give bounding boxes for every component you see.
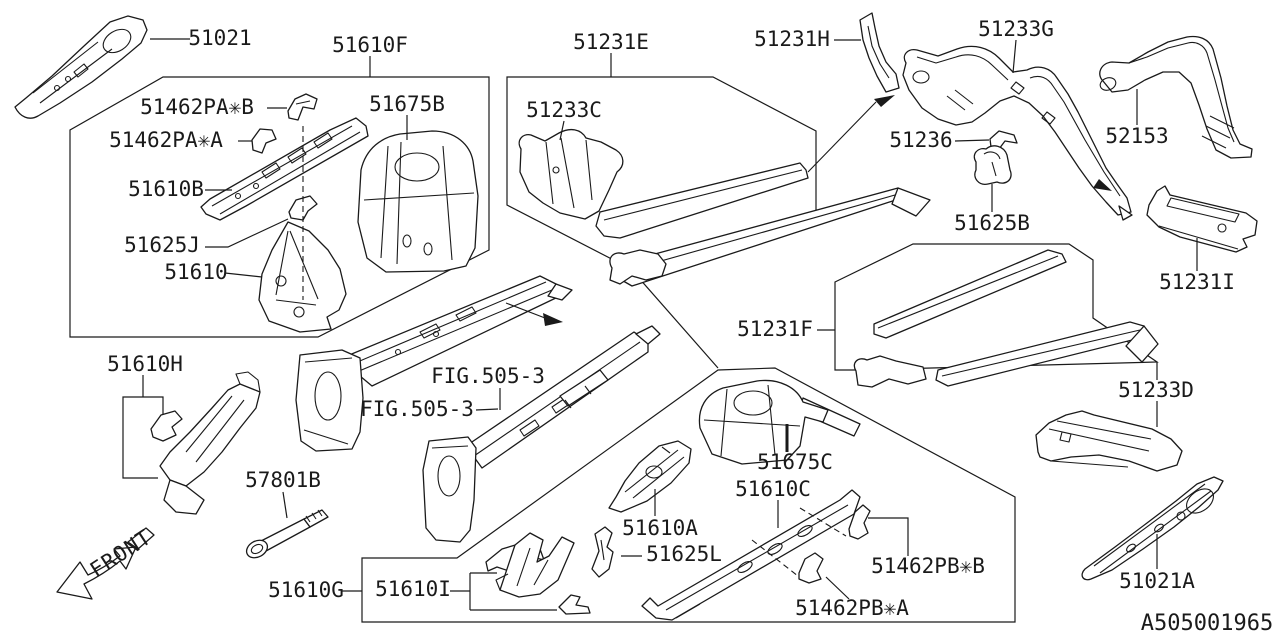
part-label-51625J: 51625J <box>124 233 200 257</box>
part-51610I-clip-drawing <box>558 594 591 615</box>
part-51610C-drawing <box>641 489 861 621</box>
box-51231F-group <box>834 243 1159 371</box>
part-label-51462PA-B: 51462PA✳B <box>140 95 254 119</box>
part-label-51021: 51021 <box>188 26 251 50</box>
part-51462PBA-drawing <box>798 552 824 584</box>
part-51610H-apron-drawing <box>159 371 261 515</box>
part-label-51236: 51236 <box>889 128 952 152</box>
part-51610B-drawing <box>200 117 369 221</box>
figure-ref-label-2: FIG.505-3 <box>360 397 474 421</box>
part-51675C-drawing <box>698 379 861 465</box>
part-fig505-rail-lower-drawing <box>422 325 661 543</box>
part-label-51675C: 51675C <box>757 450 833 474</box>
part-label-57801B: 57801B <box>245 468 321 492</box>
part-51021A-drawing <box>1081 476 1224 581</box>
part-label-51610G: 51610G <box>268 578 344 602</box>
part-label-51610B: 51610B <box>128 177 204 201</box>
part-label-51231I: 51231I <box>1159 270 1235 294</box>
part-51233C-drawing <box>518 128 624 220</box>
part-51231F-rail-upper-drawing <box>873 249 1067 339</box>
part-label-51610A: 51610A <box>622 516 698 540</box>
part-51625L-drawing <box>591 526 614 578</box>
part-51625B-drawing <box>973 145 1012 185</box>
part-label-51231H: 51231H <box>754 27 830 51</box>
part-51610H-clip-drawing <box>150 410 183 442</box>
part-52153-drawing <box>1099 35 1253 159</box>
part-label-51231E: 51231E <box>573 30 649 54</box>
part-51462PBB-drawing <box>848 504 871 540</box>
part-label-51233D: 51233D <box>1118 378 1194 402</box>
part-label-51610H: 51610H <box>107 352 183 376</box>
figure-ref-label-1: FIG.505-3 <box>431 364 545 388</box>
part-57801B-bolt-drawing <box>245 509 329 559</box>
part-51021-drawing <box>14 15 148 119</box>
part-51231F-bracket-drawing <box>853 355 927 388</box>
diagram-id-label: A505001965 <box>1141 611 1273 636</box>
part-label-51610: 51610 <box>164 260 227 284</box>
part-label-51233G: 51233G <box>978 17 1054 41</box>
part-label-51610F: 51610F <box>332 33 408 57</box>
front-direction-label: FRONT <box>86 525 156 582</box>
part-label-51021A: 51021A <box>1119 569 1195 593</box>
part-51231E-crossmember-upper-drawing <box>595 95 895 239</box>
part-label-51462PB-B: 51462PB✳B <box>871 554 985 578</box>
part-label-51610C: 51610C <box>735 477 811 501</box>
part-51462PAB-drawing <box>287 93 318 121</box>
part-label-52153: 52153 <box>1105 124 1168 148</box>
part-label-51625B: 51625B <box>954 211 1030 235</box>
part-51610I-strut-drawing <box>495 532 575 598</box>
part-fig505-rail-upper-drawing <box>295 275 573 452</box>
part-51610A-drawing <box>608 440 692 513</box>
part-51231E-crossmember-lower-drawing <box>609 187 931 287</box>
part-51231I-drawing <box>1146 185 1258 253</box>
leader-lines <box>142 38 1198 600</box>
dashed-locator-lines <box>302 126 847 577</box>
part-label-51231F: 51231F <box>737 317 813 341</box>
box-51610G-group <box>361 367 1016 623</box>
part-number-labels: 51021 51610F 51462PA✳B 51462PA✳A 51610B … <box>107 17 1235 620</box>
part-51231H-drawing <box>859 12 900 93</box>
part-label-51610I: 51610I <box>375 577 451 601</box>
part-label-51625L: 51625L <box>646 542 722 566</box>
part-drawings <box>14 12 1258 621</box>
part-label-51233C: 51233C <box>526 98 602 122</box>
part-51231F-rail-lower-drawing <box>935 321 1159 387</box>
part-51233D-drawing <box>1035 410 1183 472</box>
part-51462PAA-drawing <box>251 128 277 154</box>
box-51610F-group <box>69 76 490 338</box>
part-51233G-drawing <box>902 45 1133 221</box>
part-51675B-drawing <box>357 130 479 273</box>
part-label-51462PB-A: 51462PB✳A <box>795 596 909 620</box>
part-label-51675B: 51675B <box>369 92 445 116</box>
front-direction-arrow <box>56 527 155 600</box>
part-label-51462PA-A: 51462PA✳A <box>109 128 223 152</box>
